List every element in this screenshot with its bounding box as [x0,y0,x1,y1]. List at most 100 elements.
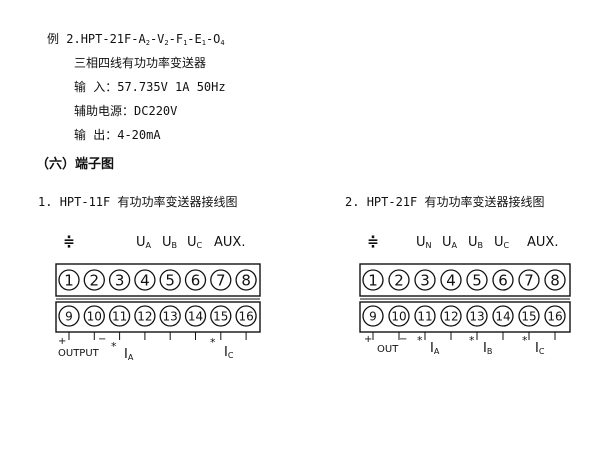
ground-icon: ≑ [63,234,75,250]
terminal-number: 11 [417,309,432,323]
output-label: OUTPUT [58,348,100,359]
terminal-number: 5 [472,271,482,289]
terminal [440,269,462,291]
terminal-number: 2 [90,271,100,289]
input-values: 57.735V 1A 50Hz [117,80,226,94]
terminal [235,305,257,327]
input-label: 输 入： [74,80,118,94]
model-sub: 1 [201,39,206,47]
terminal [83,305,105,327]
current-label: IA [124,347,134,362]
output-label: OUT [377,344,399,355]
model-sub: 2 [164,39,169,47]
terminal-number: 7 [216,271,226,289]
terminal [58,305,80,327]
output-label: 输 出： [74,128,118,142]
terminal [362,305,384,327]
terminal-number: 8 [550,271,560,289]
terminal [492,269,514,291]
terminal [184,305,207,327]
aux-label: AUX. [214,235,245,250]
terminal-number: 4 [446,271,456,289]
diagram2-caption: 2. HPT-21F 有功功率变送器接线图 [345,195,545,209]
voltage-label: UN [416,235,432,250]
input-spec: 输 入：57.735V 1A 50Hz [74,80,226,94]
section-title: （六）端子图 [36,157,115,172]
terminal [388,269,410,291]
terminal [108,269,131,291]
terminal-number: 1 [368,271,378,289]
terminal [492,305,514,327]
current-label: IA [430,341,440,356]
terminal [440,305,462,327]
plus-sign: + [58,336,66,347]
terminal-strip-bottom [55,301,261,333]
voltage-label: UA [442,235,458,250]
terminal [210,305,232,327]
terminal-number: 7 [524,271,534,289]
terminal-number: 2 [394,271,404,289]
polarity-mark: * [111,340,117,353]
voltage-label: UC [187,235,203,250]
polarity-mark: * [469,334,475,347]
terminal [362,269,384,291]
output-value: 4-20mA [117,128,161,142]
voltage-label: UC [494,235,510,250]
polarity-mark: * [210,336,216,349]
terminal-number: 9 [369,309,377,323]
terminal [210,269,232,291]
voltage-label: UA [136,235,152,250]
aux-label: 辅助电源： [74,104,135,118]
terminal [159,269,181,291]
minus-sign: − [98,334,106,345]
terminal-number: 14 [495,309,510,323]
voltage-label: UB [162,235,177,250]
caption-text: HPT-21F 有功功率变送器接线图 [366,195,545,209]
terminal-number: 6 [498,271,508,289]
model-part: -V [149,32,165,46]
polarity-mark: * [417,334,423,347]
terminal [83,269,105,291]
terminal [414,269,436,291]
current-label: IC [535,341,545,356]
terminal-number: 4 [140,271,150,289]
terminal-number: 8 [241,271,251,289]
model-sub: 2 [145,39,150,47]
terminal-number: 11 [112,309,127,323]
aux-label: AUX. [527,235,558,250]
model-part: HPT-21F-A [80,32,146,46]
terminal-number: 9 [65,309,73,323]
terminal-number: 3 [420,271,430,289]
terminal-number: 15 [521,309,536,323]
example-model-line: 例 2.HPT-21F-A2-V2-F1-E1-O4 [47,32,225,50]
terminal-number: 13 [469,309,484,323]
aux-power-spec: 辅助电源：DC220V [74,104,177,118]
terminal [466,305,488,327]
caption-text: HPT-11F 有功功率变送器接线图 [59,195,238,209]
terminal [235,269,257,291]
model-part: -O [205,32,221,46]
model-part: -E [187,32,202,46]
terminal [108,305,131,327]
terminal-number: 13 [163,309,178,323]
terminal [134,269,156,291]
terminal [466,269,488,291]
terminal-number: 16 [547,309,562,323]
terminal [58,269,80,291]
terminal-number: 10 [391,309,406,323]
product-name: 三相四线有功功率变送器 [74,56,207,70]
terminal-strip-top [359,263,571,297]
terminal [159,305,181,327]
terminal [544,269,566,291]
terminal [134,305,156,327]
terminal-number: 12 [137,309,152,323]
terminal [544,305,566,327]
terminal [518,305,540,327]
terminal-number: 15 [213,309,228,323]
diagram1-caption: 1. HPT-11F 有功功率变送器接线图 [38,195,238,209]
current-label: IB [483,341,492,356]
terminal-number: 6 [191,271,201,289]
